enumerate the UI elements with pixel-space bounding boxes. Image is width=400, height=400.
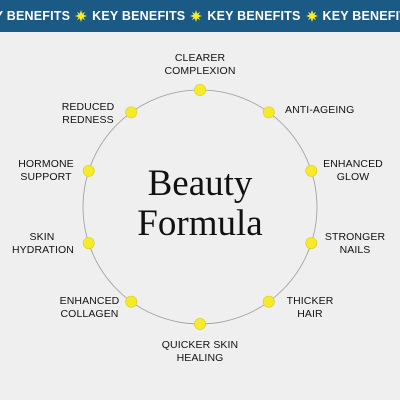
- banner-text: KEY BENEFITS: [207, 9, 301, 23]
- page-title: Beauty Formula: [100, 164, 300, 244]
- ring-dot: [305, 237, 318, 250]
- banner-item: KEY BENEFITS: [0, 9, 92, 23]
- banner-text: KEY BENEFITS: [92, 9, 186, 23]
- benefit-label-enhanced-glow: ENHANCED GLOW: [323, 158, 383, 183]
- ring-dots: [82, 84, 318, 330]
- ring-dot: [194, 318, 206, 330]
- benefit-label-enhanced-collagen: ENHANCED COLLAGEN: [59, 295, 120, 320]
- banner-text: KEY BENEFITS: [322, 9, 400, 23]
- ring-dot: [194, 84, 206, 96]
- benefit-label-skin-hydration: SKIN HYDRATION: [12, 231, 74, 256]
- title-line-2: Formula: [137, 203, 263, 244]
- benefit-label-quicker-skin-healing: QUICKER SKIN HEALING: [161, 339, 239, 364]
- star-burst-icon: [190, 10, 203, 22]
- benefit-label-stronger-nails: STRONGER NAILS: [324, 231, 386, 256]
- key-benefits-banner: KEY BENEFITS KEY BENEFITS KEY BENEFITS K…: [0, 0, 400, 32]
- banner-item: KEY BENEFITS: [92, 9, 207, 23]
- ring-dot: [305, 164, 318, 177]
- star-burst-icon: [305, 10, 318, 22]
- ring-dot: [82, 237, 95, 250]
- ring-dot: [262, 295, 275, 308]
- star-burst-icon: [75, 10, 88, 22]
- ring-dot: [262, 106, 275, 119]
- ring-dot: [82, 164, 95, 177]
- banner-item: KEY BENEFITS: [323, 9, 400, 23]
- benefit-label-clearer-complexion: CLEARER COMPLEXION: [164, 52, 236, 77]
- ring-dot: [125, 106, 138, 119]
- benefit-label-hormone-support: HORMONE SUPPORT: [18, 158, 74, 183]
- benefit-label-thicker-hair: THICKER HAIR: [286, 295, 334, 320]
- banner-track: KEY BENEFITS KEY BENEFITS KEY BENEFITS K…: [0, 0, 400, 32]
- benefit-label-reduced-redness: REDUCED REDNESS: [61, 101, 115, 126]
- banner-item: KEY BENEFITS: [207, 9, 322, 23]
- title-line-1: Beauty: [147, 163, 253, 204]
- ring-dot: [125, 295, 138, 308]
- banner-text: KEY BENEFITS: [0, 9, 71, 23]
- benefit-label-anti-ageing: ANTI-AGEING: [285, 104, 355, 116]
